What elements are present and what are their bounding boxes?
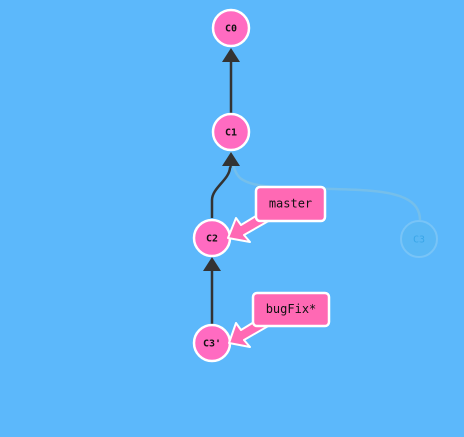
commit-c3-ghost[interactable]: C3	[400, 220, 438, 258]
branch-master-label: master	[269, 197, 312, 211]
commit-c3-prime[interactable]: C3'	[192, 323, 232, 363]
branch-bugfix-label: bugFix*	[266, 302, 317, 316]
arrowhead-c1	[222, 152, 240, 166]
commit-c3-ghost-label: C3	[413, 235, 425, 246]
commit-c1-label: C1	[225, 128, 237, 139]
edge-c1-to-c0	[222, 48, 240, 113]
commit-c1[interactable]: C1	[211, 112, 251, 152]
arrowhead-c2	[203, 257, 221, 271]
edge-c3prime-to-c2	[203, 257, 221, 325]
branch-bugfix-box	[251, 291, 331, 328]
commit-c0-label: C0	[225, 24, 237, 35]
arrowhead-c0	[222, 48, 240, 62]
branch-master-box	[254, 185, 327, 223]
branch-master[interactable]: master	[227, 185, 327, 243]
commit-c3-prime-label: C3'	[203, 339, 221, 350]
commit-c2[interactable]: C2	[192, 218, 232, 258]
branch-bugfix[interactable]: bugFix*	[228, 291, 331, 348]
commit-c2-label: C2	[206, 234, 218, 245]
commit-c0[interactable]: C0	[211, 8, 251, 48]
edge-c2-to-c1	[210, 152, 240, 218]
